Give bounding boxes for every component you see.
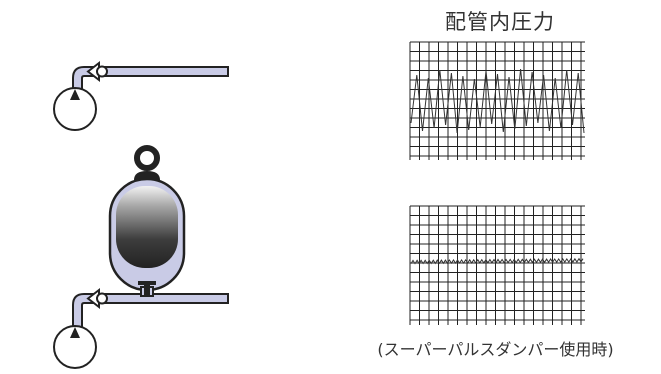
damper-caption: (スーパーパルスダンパー使用時) bbox=[377, 340, 614, 359]
top-pipe-system bbox=[53, 60, 229, 131]
top-pump-icon bbox=[53, 87, 97, 131]
pressure-title: 配管内圧力 bbox=[445, 10, 555, 34]
damper-cap bbox=[134, 171, 160, 180]
damper-hanging-ring bbox=[134, 145, 160, 171]
top-pipe bbox=[91, 66, 229, 77]
top-check-ball bbox=[96, 65, 108, 78]
pressure-graph-top bbox=[409, 41, 585, 160]
top-graph-grid bbox=[409, 41, 585, 160]
damper-stem bbox=[144, 284, 150, 296]
bottom-pipe-system bbox=[53, 287, 229, 369]
pressure-graph-bottom bbox=[409, 205, 585, 325]
bottom-pump-icon bbox=[53, 325, 97, 369]
pulse-damper bbox=[108, 145, 186, 297]
damper-stem-cap bbox=[138, 281, 156, 285]
damper-bladder bbox=[116, 186, 178, 268]
bottom-graph-grid bbox=[409, 205, 585, 325]
top-pump-arrow bbox=[70, 89, 80, 100]
bottom-pipe bbox=[91, 293, 229, 304]
bottom-smoothed-waveform bbox=[410, 257, 584, 265]
top-pulse-waveform bbox=[410, 68, 585, 134]
bottom-check-ball bbox=[96, 292, 108, 305]
bottom-pump-arrow bbox=[70, 327, 80, 338]
